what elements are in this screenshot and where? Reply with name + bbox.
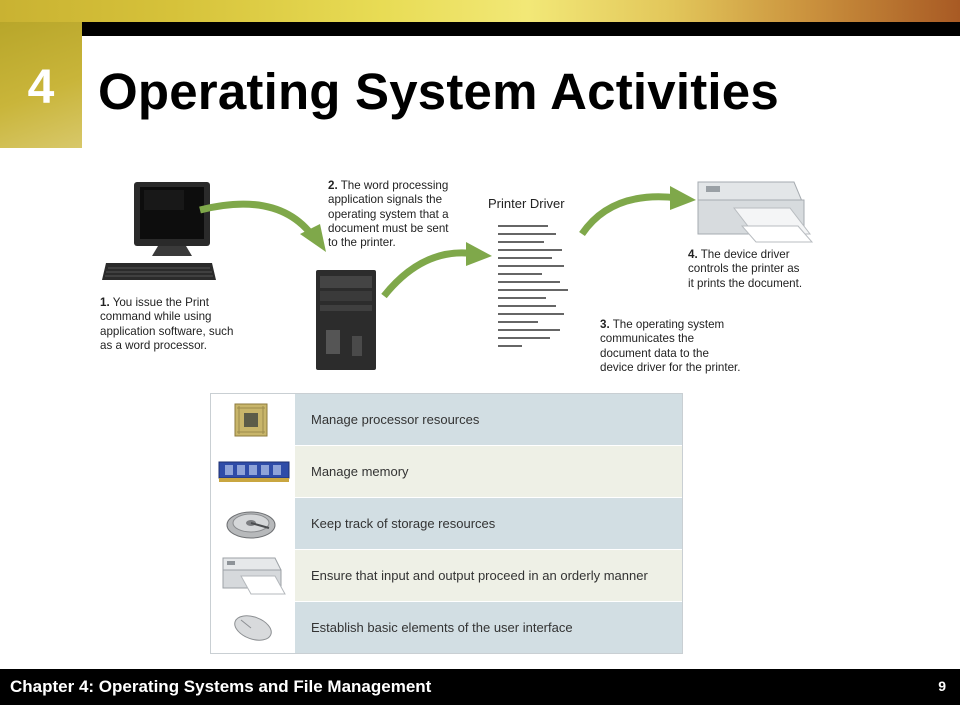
table-row: Establish basic elements of the user int… — [211, 602, 682, 653]
row-icon-cell — [211, 550, 295, 601]
table-row: Manage processor resources — [211, 394, 682, 445]
table-row: Keep track of storage resources — [211, 498, 682, 549]
row-label: Manage processor resources — [295, 394, 682, 445]
page-number: 9 — [938, 678, 946, 694]
row-icon-cell — [211, 602, 295, 653]
step-4-number: 4. — [688, 248, 698, 261]
memory-module-icon — [218, 461, 290, 482]
chapter-number: 4 — [27, 61, 55, 114]
processor-chip-icon — [234, 403, 268, 437]
header-black-band — [82, 22, 960, 36]
hard-drive-icon — [226, 511, 276, 539]
step-3-number: 3. — [600, 318, 610, 331]
keyboard-icon — [102, 263, 216, 280]
computer-monitor-icon — [134, 182, 210, 256]
step-2-number: 2. — [328, 179, 338, 192]
step-1-description: You issue the Print command while using … — [100, 296, 234, 352]
row-icon-cell — [211, 446, 295, 497]
step-3-description: The operating system communicates the do… — [600, 318, 741, 374]
printer-driver-document-icon — [498, 225, 568, 347]
chapter-badge: 4 — [0, 22, 82, 148]
row-icon-cell — [211, 498, 295, 549]
step-1-number: 1. — [100, 296, 110, 309]
desktop-tower-icon — [316, 270, 376, 370]
row-label: Keep track of storage resources — [295, 498, 682, 549]
table-row: Ensure that input and output proceed in … — [211, 550, 682, 601]
print-process-diagram: 1. You issue the Print command while usi… — [94, 160, 854, 392]
printer-icon — [222, 557, 286, 595]
printer-icon — [697, 181, 814, 243]
footer-chapter-title: Chapter 4: Operating Systems and File Ma… — [10, 677, 432, 696]
flow-arrows — [199, 186, 696, 299]
row-label: Establish basic elements of the user int… — [295, 602, 682, 653]
row-label: Ensure that input and output proceed in … — [295, 550, 682, 601]
step-4-description: The device driver controls the printer a… — [688, 248, 803, 290]
step-4-text: 4. The device driver controls the printe… — [688, 248, 802, 291]
step-1-text: 1. You issue the Print command while usi… — [100, 296, 233, 353]
table-row: Manage memory — [211, 446, 682, 497]
printer-driver-label: Printer Driver — [488, 196, 565, 211]
step-3-text: 3. The operating system communicates the… — [600, 318, 740, 375]
step-2-description: The word processing application signals … — [328, 179, 449, 250]
diagram-graphics — [102, 181, 814, 370]
row-label: Manage memory — [295, 446, 682, 497]
mouse-icon — [234, 615, 272, 641]
step-2-text: 2. The word processing application signa… — [328, 179, 449, 250]
row-icon-cell — [211, 394, 295, 445]
footer-bar: Chapter 4: Operating Systems and File Ma… — [0, 669, 960, 705]
slide-title: Operating System Activities — [98, 63, 779, 120]
os-activities-table: Manage processor resources Manage memory — [210, 393, 683, 654]
